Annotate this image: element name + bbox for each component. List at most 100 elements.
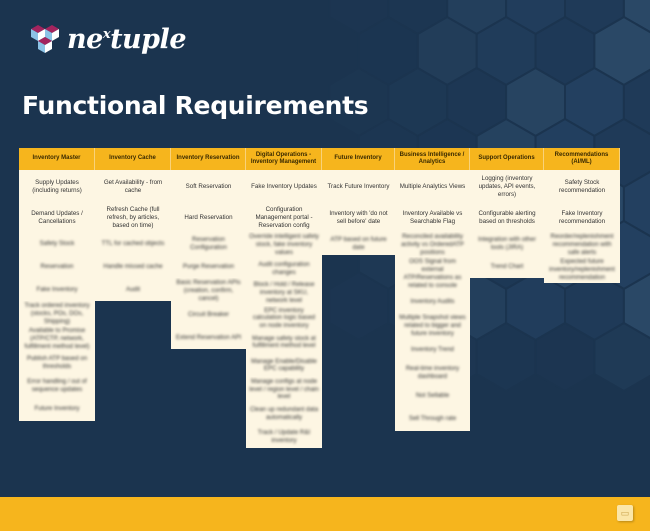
hexagon-shape	[622, 0, 650, 34]
requirement-text: Basic Reservation APIs (creation, confir…	[176, 279, 241, 302]
requirement-text: Logging (inventory updates, API events, …	[478, 175, 536, 198]
requirement-text: Expected future inventory/replenishment …	[549, 258, 615, 281]
hexagon-shape	[357, 15, 419, 87]
requirement-cell: Multiple Snapshot views related to bigge…	[395, 313, 470, 339]
requirement-text: Audit	[125, 285, 141, 293]
requirement-cell: Safety Stock	[19, 232, 95, 255]
requirement-cell: Hard Reservation	[171, 204, 246, 232]
requirement-text: Circuit Breaker	[188, 310, 229, 318]
requirement-cell: Real-time inventory dashboard	[395, 361, 470, 385]
hexagon-shape	[328, 0, 390, 36]
requirement-cell: Manage Enable/Disable EPC capability	[246, 353, 322, 377]
requirement-text: Track Future Inventory	[327, 183, 390, 191]
requirement-cell: Audit	[95, 278, 171, 301]
requirement-cell: Fake Inventory recommendation	[544, 204, 620, 232]
requirement-text: Track / Update R&I inventory	[257, 428, 311, 444]
requirement-text: Inventory Available vs Searchable Flag	[402, 210, 463, 225]
requirement-cell: Sell Through rate	[395, 407, 470, 431]
requirement-cell: Audit configuration changes	[246, 257, 322, 281]
requirement-text: Fake Inventory recommendation	[558, 210, 606, 225]
hexagon-shape	[622, 68, 650, 136]
hexagon-shape	[534, 321, 596, 393]
requirement-cell: Reconciled availability activity vs Orde…	[395, 232, 470, 258]
requirement-text: Configurable alerting based on threshold…	[478, 210, 536, 225]
requirement-text: Sell Through rate	[408, 415, 457, 423]
requirement-text: Inventory Trend	[411, 346, 454, 354]
cube-right	[45, 41, 52, 53]
footer-bar	[0, 497, 650, 531]
requirement-text: Handle missed cache	[103, 262, 163, 270]
requirement-cell: Available to Promise (ATP/CTP, network, …	[19, 326, 95, 352]
requirement-cell: Inventory Audits	[395, 290, 470, 314]
requirement-cell: Track Future Inventory	[322, 170, 395, 204]
requirement-cell: EPC inventory calculation logic based on…	[246, 305, 322, 331]
requirement-text: Track ordered inventory (stocks, POs, DO…	[24, 302, 90, 325]
requirement-text: Reorder/replenishment recommendation wit…	[550, 233, 614, 256]
requirement-text: Audit configuration changes	[258, 261, 310, 276]
requirement-cell: Not Sellable	[395, 384, 470, 408]
requirement-cell: Expected future inventory/replenishment …	[544, 257, 620, 283]
requirement-text: Block / Hold / Release inventory at SKU,…	[253, 281, 315, 304]
requirement-text: Not Sellable	[415, 392, 450, 400]
page-title: Functional Requirements	[22, 91, 369, 120]
requirement-text: Publish ATP based on thresholds	[26, 355, 88, 370]
requirement-cell: Track ordered inventory (stocks, POs, DO…	[19, 301, 95, 327]
requirement-cell: Inventory with 'do not sell before' date	[322, 204, 395, 232]
requirement-cell: Block / Hold / Release inventory at SKU,…	[246, 280, 322, 306]
requirement-cell: Multiple Analytics Views	[395, 170, 470, 204]
requirement-text: Integration with other tools (JIRA)	[478, 235, 536, 251]
requirement-cell: Reorder/replenishment recommendation wit…	[544, 232, 620, 258]
requirement-text: Inventory Audits	[410, 297, 455, 305]
requirement-text: Reservation Configuration	[190, 235, 227, 251]
column-header: Inventory Master	[19, 148, 95, 170]
requirement-text: ATP based on future date	[330, 235, 387, 251]
requirement-text: Extend Reservation API	[175, 333, 242, 341]
requirement-text: Supply Updates (including returns)	[32, 179, 82, 194]
requirement-text: Manage Enable/Disable EPC capability	[251, 357, 317, 373]
requirement-cell: Error handling / out of sequence updates	[19, 374, 95, 398]
requirement-text: Soft Reservation	[185, 183, 232, 191]
requirement-text: Clean up redundant data automatically	[249, 405, 319, 421]
column-header: Inventory Reservation	[171, 148, 246, 170]
requirement-cell: Publish ATP based on thresholds	[19, 351, 95, 375]
requirement-cell: Purge Reservation	[171, 255, 246, 278]
cube-logo-icon	[31, 25, 59, 53]
requirement-text: Get Availability - from cache	[103, 179, 163, 194]
requirement-cell: Logging (inventory updates, API events, …	[470, 170, 544, 204]
requirement-cell: Reservation Configuration	[171, 232, 246, 255]
requirement-text: Configuration Management portal - Reserv…	[255, 206, 313, 229]
presentation-icon[interactable]: ▭	[617, 505, 633, 521]
requirement-text: Purge Reservation	[182, 262, 235, 270]
requirement-text: Reconciled availability activity vs Orde…	[401, 233, 464, 256]
requirement-text: Error handling / out of sequence updates	[27, 378, 87, 393]
hexagon-shape	[328, 66, 390, 138]
requirement-cell: Refresh Cache (full refresh, by articles…	[95, 204, 171, 232]
column-header: Inventory Cache	[95, 148, 171, 170]
requirement-text: Fake Inventory Updates	[251, 183, 317, 191]
hexagon-shape	[475, 321, 537, 393]
requirement-cell: Handle missed cache	[95, 255, 171, 278]
requirement-cell: Circuit Breaker	[171, 303, 246, 327]
requirement-cell: Track / Update R&I inventory	[246, 425, 322, 448]
requirement-cell: Clean up redundant data automatically	[246, 402, 322, 425]
cube-left	[31, 29, 38, 41]
cube-left	[38, 41, 45, 53]
requirement-cell: Configurable alerting based on threshold…	[470, 204, 544, 232]
column-recommendations-ai-ml: Recommendations (AI/ML)Safety Stock reco…	[544, 148, 620, 283]
requirement-cell: Get Availability - from cache	[95, 170, 171, 204]
requirement-cell: Demand Updates / Cancellations	[19, 204, 95, 232]
requirement-text: TTL for cached objects	[101, 239, 165, 247]
requirement-text: Demand Updates / Cancellations	[31, 210, 83, 225]
requirement-text: Inventory with 'do not sell before' date	[329, 210, 388, 225]
requirement-text: Multiple Analytics Views	[399, 183, 466, 191]
requirement-cell: Extend Reservation API	[171, 326, 246, 350]
requirement-text: Trend Chart	[490, 262, 524, 270]
requirement-cell: Fake Inventory	[19, 278, 95, 301]
column-header: Digital Operations - Inventory Managemen…	[246, 148, 322, 170]
requirement-cell: Fake Inventory Updates	[246, 170, 322, 204]
